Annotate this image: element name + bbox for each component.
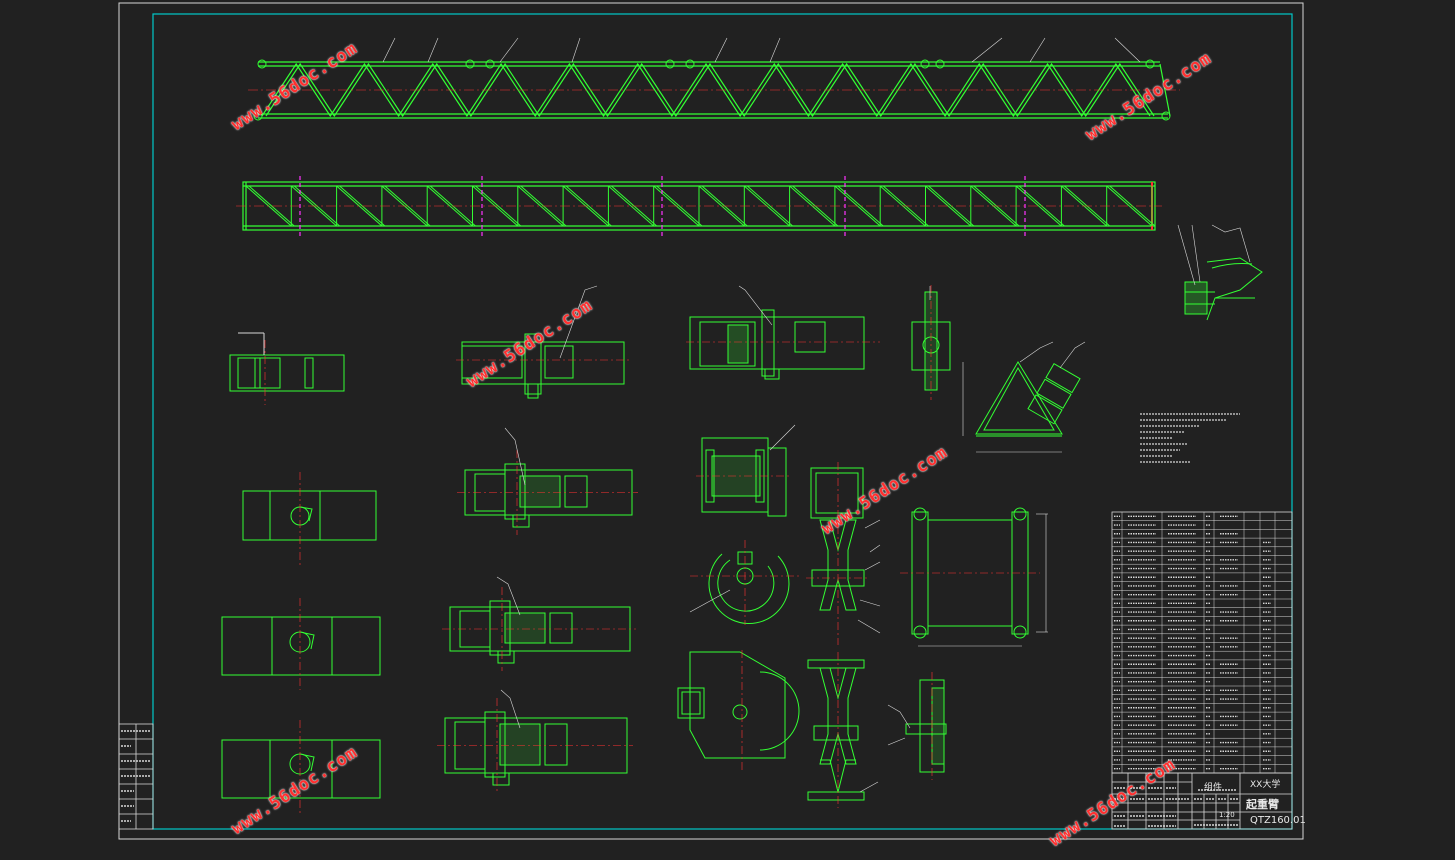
section-detail-3 [689, 309, 865, 380]
sheave-assembly-upper [810, 467, 865, 611]
drawing-name: 起重臂 [1246, 798, 1279, 811]
revision-table-text [121, 730, 151, 822]
pin-plate-detail-2 [221, 616, 381, 676]
pin-plate-detail-1 [242, 490, 377, 541]
detail-bracket-right [1184, 257, 1263, 321]
section-detail-1 [229, 332, 345, 392]
roller-box-detail [701, 437, 787, 517]
triangle-section [975, 361, 1081, 437]
technical-notes [1140, 413, 1240, 463]
revision-table-left [118, 723, 154, 830]
detail-leaders [496, 285, 1086, 793]
title-block [1111, 772, 1293, 830]
roller-frame-dims [918, 513, 1048, 647]
sheave-assembly-lower [807, 659, 865, 801]
pulley-hook-detail [708, 551, 790, 625]
small-pin-detail [905, 679, 947, 773]
boom-plan-splice-lines [299, 176, 1026, 236]
assembly-label: 组件 [1204, 783, 1223, 793]
drawing-scale: 1:20 [1219, 811, 1235, 819]
joint-section-details [437, 450, 638, 793]
drawing-number: QTZ160.01 [1250, 815, 1306, 826]
trolley-side-detail [677, 651, 800, 759]
company-name: XX大学 [1250, 780, 1281, 790]
boom-elevation-leaders [382, 37, 1141, 63]
triangle-dimension [962, 362, 1062, 453]
sheet-frame [118, 2, 1304, 840]
drawing-border [152, 13, 1293, 830]
section-detail-2 [461, 333, 625, 399]
detail-bracket-leaders [1177, 224, 1251, 286]
title-block-small-text [1114, 787, 1238, 827]
bill-of-materials-table [1111, 511, 1293, 774]
boom-elevation-view [258, 61, 1171, 119]
boom-elevation-joints [253, 59, 1171, 121]
